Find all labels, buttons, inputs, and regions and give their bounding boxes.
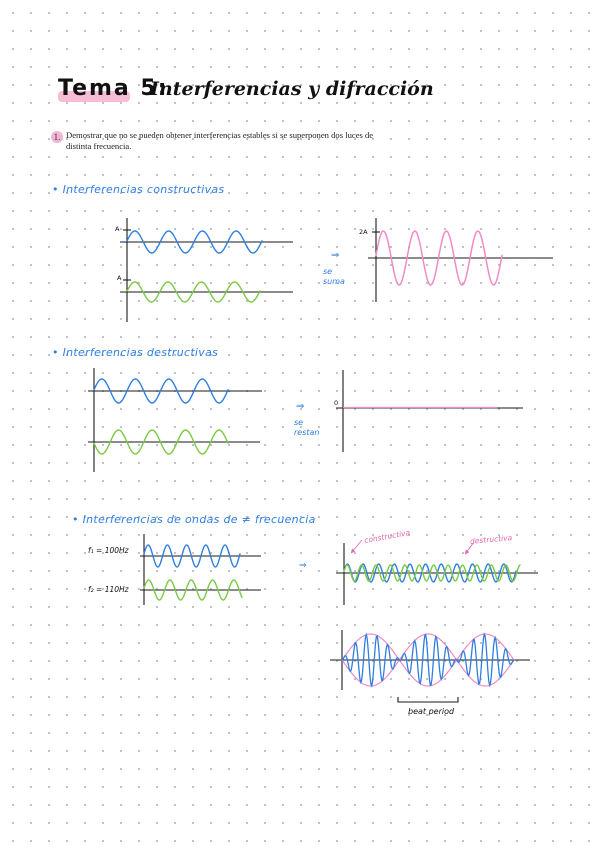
note-se-suma: se suma <box>323 267 345 286</box>
arrow-destructive: ⇒ <box>296 401 305 412</box>
arrow-constructive: ⇒ <box>331 250 340 261</box>
note-se-restan: se restan <box>294 418 320 437</box>
page-title-tema: Tema 5: <box>58 76 169 101</box>
page-title-topic: Interferencias y difracción <box>150 78 434 100</box>
wave-f1-blue <box>143 544 241 568</box>
frequency-label-f2: f₂ = 110Hz <box>88 585 129 594</box>
wave-superposition-green <box>343 564 521 582</box>
wave-constructive-blue <box>126 230 263 254</box>
wave-destructive-green <box>93 429 229 455</box>
beat-period-label: beat period <box>408 707 455 716</box>
arrow-frequency: ⇒ <box>299 561 307 571</box>
zero-label: 0 <box>334 399 339 407</box>
wave-beat-envelope-bottom <box>341 659 515 687</box>
wave-beat-blue <box>341 632 515 688</box>
amplitude-label-bottom: A <box>117 274 122 282</box>
exercise-text: Demostrar que no se pueden obtener inter… <box>66 130 374 151</box>
wave-f2-green <box>143 579 243 601</box>
heading-frequency: • Interferencias de ondas de ≠ frecuenci… <box>72 513 316 526</box>
beat-period-bracket <box>397 697 459 703</box>
amplitude-label-2a: 2A <box>359 228 368 236</box>
title-highlight <box>58 91 130 102</box>
heading-destructive: • Interferencias destructivas <box>52 346 219 359</box>
wave-beat-envelope-top <box>341 633 515 661</box>
exercise-number-badge: 1. <box>51 131 63 143</box>
arrow-to-constructive-region <box>350 539 363 554</box>
wave-destructive-blue <box>93 378 229 404</box>
wave-constructive-sum <box>375 230 503 286</box>
amplitude-label-top: A <box>115 225 120 233</box>
arrow-to-destructive-region <box>464 541 475 555</box>
heading-constructive: • Interferencias constructivas <box>52 183 225 196</box>
frequency-label-f1: f₁ = 100Hz <box>88 546 129 555</box>
wave-constructive-green <box>126 281 261 303</box>
